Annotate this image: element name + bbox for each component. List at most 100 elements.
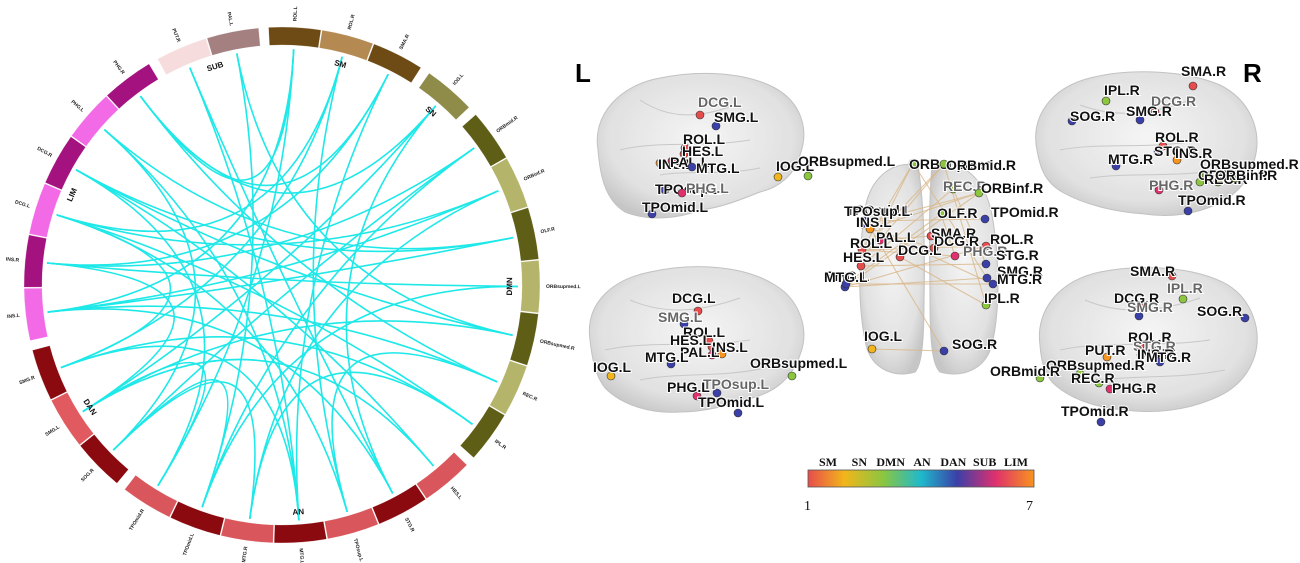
chord-segment-label: TPOmid.R	[128, 508, 146, 532]
node-orbmid-r	[1195, 177, 1205, 187]
chord-link-orbsupmed-l-ins-r	[46, 262, 519, 288]
chord-segment-label: IOG.L	[452, 73, 465, 87]
node-stg-r	[1153, 147, 1163, 157]
brain-view-top	[844, 162, 999, 375]
node-label-stg-r: STG.R	[1154, 143, 1197, 159]
node-label-smg-l: SMG.L	[825, 268, 870, 284]
node-label-dcg-l: DCG.L	[698, 94, 742, 110]
legend-label-sn: SN	[852, 455, 868, 469]
chord-segment-label: ORBinf.R	[523, 168, 546, 183]
node-smg-r	[982, 273, 992, 283]
node-ipl-r	[1101, 96, 1111, 106]
node-label-ins-l: INS.L	[712, 339, 748, 355]
node-label-hes-l: HES.L	[843, 249, 885, 265]
chord-segment-phg-l	[71, 96, 119, 147]
chord-link-tpomid-r-smg-l	[82, 361, 207, 487]
node-phg-r	[950, 251, 960, 261]
node-label-tposup-l: TPOsup.L	[844, 203, 911, 219]
chord-link-ipl-r-dcg-l	[56, 214, 473, 425]
node-label-orbinf-r: ORBinf.R	[1215, 167, 1277, 183]
node-label-sog-r: SOG.R	[952, 336, 997, 352]
edge-orbsupmed-l-rol-l	[861, 162, 914, 251]
chord-link-orbmid-r-ins-r	[46, 147, 475, 267]
edge-rec-r-stg-r	[952, 188, 987, 265]
node-label-orbsupmed-r: ORBsupmed.R	[1200, 156, 1299, 172]
chord-segment-stg-r	[372, 484, 426, 525]
chord-segment-label: ORBmid.R	[495, 115, 519, 135]
chord-link-hes-l-dcg-r	[75, 169, 435, 467]
node-tpomid-r	[980, 214, 990, 224]
node-label-orbsupmed-l: ORBsupmed.L	[798, 153, 896, 169]
legend-label-sub: SUB	[973, 455, 996, 469]
chord-link-mtg-l-phg-l	[103, 128, 300, 521]
node-label-sma-r: SMA.R	[931, 225, 976, 241]
node-orbmid-r	[939, 159, 949, 169]
node-label-sma-r: SMA.R	[1130, 263, 1175, 279]
node-label-ins-l: INS.L	[856, 214, 892, 230]
legend-max-label: 7	[1026, 499, 1033, 514]
node-label-phg-r: PHG.R	[1112, 380, 1156, 396]
node-label-rec-r: REC.R	[1071, 370, 1115, 386]
chord-link-sog-r-phg-l	[103, 128, 197, 451]
chord-link-orbsupmed-l-tpomid-l	[201, 285, 519, 508]
node-smg-l	[679, 319, 689, 329]
node-smg-l	[711, 121, 721, 131]
sulcus-lines	[604, 297, 766, 381]
node-label-iog-l: IOG.L	[776, 158, 815, 174]
chord-segment-label: TPOsup.L	[352, 538, 364, 562]
chord-diagram: ROL.LROL.RSMA.RIOG.LORBmid.RORBinf.ROLF.…	[6, 6, 581, 563]
chord-group-label-sm: SM	[333, 58, 347, 70]
node-label-phg-l: PHG.L	[686, 180, 729, 196]
node-label-rol-r: ROL.R	[1128, 329, 1172, 345]
chord-link-orbinf-r-dcg-l	[56, 190, 499, 246]
node-label-orbmid-r: ORBmid.R	[990, 363, 1060, 379]
node-mtg-l	[666, 359, 676, 369]
node-label-tpomid-l: TPOmid.L	[846, 202, 913, 218]
chord-link-smg-r-dcg-l	[56, 214, 172, 369]
chord-segment-rec-r	[489, 360, 528, 415]
chord-segment-label: REC.R	[521, 391, 538, 403]
node-hes-l	[679, 149, 689, 159]
node-pal-l	[707, 350, 717, 360]
node-label-phg-r: PHG.R	[963, 243, 1007, 259]
node-label-mtg-l: MTG.L	[824, 269, 868, 285]
node-label-pal-l: PAL.L	[670, 154, 710, 170]
node-rec-r	[1213, 177, 1223, 187]
chord-group-label-lim: LIM	[65, 186, 79, 203]
chord-link-hes-l-smg-l	[82, 358, 435, 467]
node-label-rol-l: ROL.L	[683, 131, 725, 147]
chord-link-rec-r-ins-l	[47, 305, 498, 383]
node-mtg-l	[687, 162, 697, 172]
chord-segment-sog-r	[79, 434, 129, 484]
chord-segment-phg-r	[106, 63, 159, 109]
node-label-mtg-r: MTG.R	[1108, 151, 1153, 167]
chord-link-sma-r-phg-r	[139, 73, 389, 187]
chord-link-ins-l-orbinf-r	[47, 190, 499, 313]
node-label-tposup-l: TPOsup.L	[703, 376, 770, 392]
node-label-phg-l: PHG.L	[667, 379, 710, 395]
node-label-smg-r: SMG.R	[1127, 299, 1173, 315]
node-label-orbsupmed-l: ORBsupmed.L	[909, 156, 1007, 172]
node-label-sog-r: SOG.R	[1197, 303, 1242, 319]
chord-link-iog-l-smg-l	[82, 105, 437, 413]
chord-link-stg-r-put-r	[189, 67, 394, 494]
chord-segment-ins-r	[23, 234, 47, 288]
chord-segment-dcg-l	[28, 183, 62, 238]
chord-segment-label: PAL.L	[225, 12, 234, 27]
node-phg-r	[1105, 384, 1115, 394]
chord-segment-label: INS.L	[7, 313, 20, 320]
node-ins-r	[1172, 155, 1182, 165]
chord-link-rol-r-tposup-l	[312, 56, 348, 513]
node-orbsupmed-l	[908, 158, 918, 168]
node-tposup-l	[660, 185, 670, 195]
node-rec-r	[1094, 378, 1104, 388]
chord-segment-label: SMG.L	[44, 424, 61, 438]
node-orbsupmed-r	[1201, 170, 1211, 180]
chord-segment-label: ORBsupmed.R	[539, 339, 575, 352]
chord-segment-ins-l	[23, 287, 48, 341]
chord-segment-iog-l	[418, 72, 470, 120]
node-label-iog-l: IOG.L	[864, 328, 903, 344]
node-label-smg-l: SMG.L	[714, 109, 759, 125]
chord-segment-label: OLF.R	[540, 226, 556, 235]
